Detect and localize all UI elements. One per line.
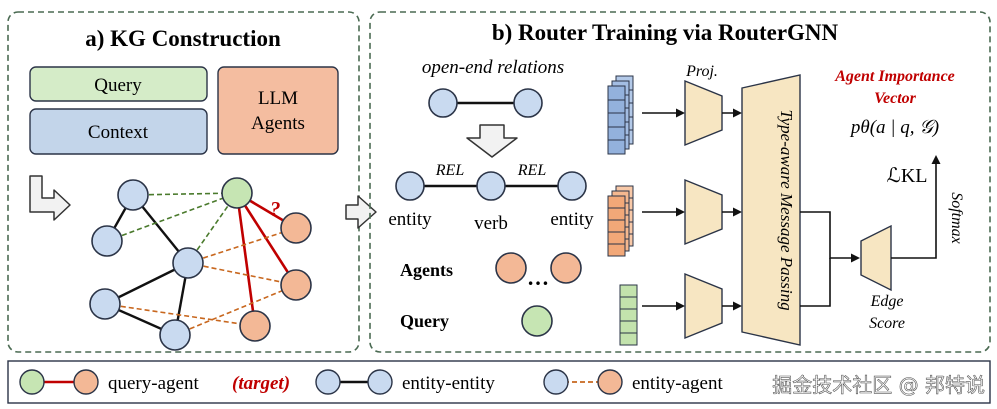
entity-node xyxy=(159,319,191,351)
edge-score-label-line1: Edge xyxy=(870,293,904,310)
message-passing-label: Type-aware Message Passing xyxy=(777,109,796,310)
agent-importance-line1: Agent Importance xyxy=(834,68,955,85)
agents-label: Agents xyxy=(400,260,453,280)
entity-label-right: entity xyxy=(550,209,594,230)
agent-node xyxy=(280,212,312,244)
legend-frame xyxy=(7,360,991,404)
verb-node xyxy=(476,171,506,201)
legend-agent-node xyxy=(597,369,623,395)
connector-line xyxy=(891,155,941,259)
rel-label-left: REL xyxy=(435,162,465,179)
agent-importance-line2: Vector xyxy=(874,90,917,107)
entity-node xyxy=(172,247,204,279)
watermark: 掘金技术社区 @ 邦特说 xyxy=(772,373,985,397)
query-feature-stack xyxy=(619,284,638,346)
legend-entity-node xyxy=(315,369,341,395)
edge-score-block xyxy=(860,224,892,292)
open-end-relations-label: open-end relations xyxy=(422,57,564,78)
importance-formula: pθ(a | q, 𝒢) xyxy=(849,117,939,138)
entity-feature-stack xyxy=(607,75,634,155)
entity-label-left: entity xyxy=(388,209,432,230)
llm-agents-label-line1: LLM xyxy=(258,88,298,109)
agents-ellipsis: … xyxy=(527,265,549,290)
legend-entity-entity-label: entity-entity xyxy=(402,373,495,394)
agent-node xyxy=(280,269,312,301)
legend-entity-node xyxy=(367,369,393,395)
connector-line xyxy=(800,258,831,307)
loss-label: ℒKL xyxy=(886,165,927,187)
query-node xyxy=(521,305,553,337)
rel-label-right: REL xyxy=(517,162,547,179)
connector-line xyxy=(800,211,860,263)
down-arrow-icon xyxy=(466,124,518,158)
agent-node xyxy=(239,310,271,342)
softmax-label: Softmax xyxy=(948,192,965,244)
query-box xyxy=(29,66,208,102)
agent-node xyxy=(550,252,582,284)
projection-block xyxy=(684,178,723,246)
query-label: Query xyxy=(400,311,449,331)
verb-label: verb xyxy=(474,213,508,234)
projection-block xyxy=(684,272,723,340)
entity-node xyxy=(557,171,587,201)
context-box-label: Context xyxy=(88,122,149,143)
context-box xyxy=(29,108,208,155)
proj-label: Proj. xyxy=(685,63,718,80)
legend-agent-node xyxy=(73,369,99,395)
entity-node xyxy=(117,179,149,211)
llm-agents-label-line2: Agents xyxy=(251,113,305,134)
bent-arrow-icon xyxy=(29,175,71,221)
entity-node xyxy=(89,288,121,320)
target-question-mark: ? xyxy=(270,197,281,221)
legend-query-node xyxy=(19,369,45,395)
panel-transition-arrow-icon xyxy=(345,195,377,229)
projection-block xyxy=(684,79,723,147)
message-passing-block xyxy=(741,74,801,346)
entity-node xyxy=(395,171,425,201)
query-node xyxy=(221,177,253,209)
entity-node xyxy=(513,88,543,118)
legend-query-agent-label: query-agent xyxy=(108,373,199,394)
entity-node xyxy=(91,225,123,257)
panel-a-frame xyxy=(7,11,360,353)
entity-node xyxy=(428,88,458,118)
agent-node xyxy=(495,252,527,284)
agent-feature-stack xyxy=(607,185,634,257)
panel-b-frame xyxy=(369,11,991,353)
query-box-label: Query xyxy=(94,75,142,96)
panel-a-title: a) KG Construction xyxy=(85,26,281,51)
panel-b-title: b) Router Training via RouterGNN xyxy=(492,20,839,45)
kg-nodes xyxy=(89,177,312,351)
legend-target-label: (target) xyxy=(232,373,290,394)
edge-score-label-line2: Score xyxy=(869,315,905,332)
legend-entity-node xyxy=(543,369,569,395)
legend-entity-agent-label: entity-agent xyxy=(632,373,723,394)
llm-agents-box xyxy=(217,66,339,155)
